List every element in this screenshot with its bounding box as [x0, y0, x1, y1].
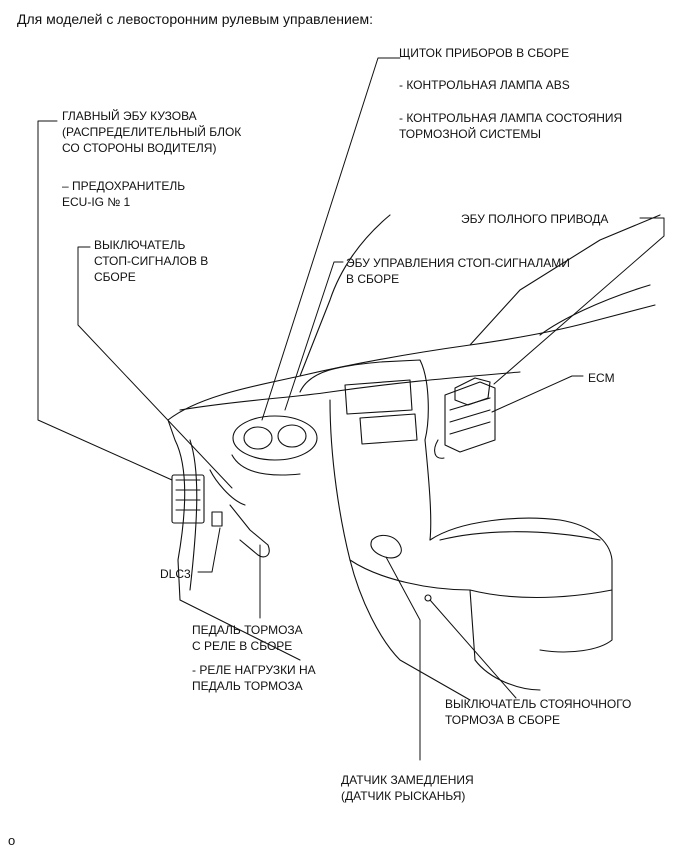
instrument-cluster	[232, 415, 318, 461]
parking-switch	[424, 594, 432, 602]
brake-pedal	[229, 504, 270, 558]
label-fuse-ecu-ig: – ПРЕДОХРАНИТЕЛЬ ECU-IG № 1	[62, 179, 186, 209]
label-brake-system-lamp: - КОНТРОЛЬНАЯ ЛАМПА СОСТОЯНИЯ ТОРМОЗНОЙ …	[399, 111, 623, 141]
label-main-body-ecu: ГЛАВНЫЙ ЭБУ КУЗОВА (РАСПРЕДЕЛИТЕЛЬНЫЙ БЛ…	[62, 109, 242, 155]
armrest	[429, 517, 613, 653]
awd-ecu-unit	[454, 377, 491, 406]
decel-sensor	[370, 534, 402, 559]
label-abs-lamp: - КОНТРОЛЬНАЯ ЛАМПА ABS	[399, 78, 570, 92]
label-ecm: ECM	[588, 371, 615, 385]
label-pedal-load-relay: - РЕЛЕ НАГРУЗКИ НА ПЕДАЛЬ ТОРМОЗА	[192, 663, 316, 693]
junction-block	[171, 474, 205, 524]
dlc3-connector	[211, 511, 223, 527]
label-awd-ecu: ЭБУ ПОЛНОГО ПРИВОДА	[461, 212, 609, 226]
page-title: Для моделей с левосторонним рулевым упра…	[17, 11, 374, 27]
label-deceleration-sensor: ДАТЧИК ЗАМЕДЛЕНИЯ (ДАТЧИК РЫСКАНЬЯ)	[341, 773, 474, 803]
label-stop-lamp-switch: ВЫКЛЮЧАТЕЛЬ СТОП-СИГНАЛОВ В СБОРЕ	[94, 238, 209, 284]
label-parking-brake-switch: ВЫКЛЮЧАТЕЛЬ СТОЯНОЧНОГО ТОРМОЗА В СБОРЕ	[445, 697, 632, 727]
ecm-unit	[444, 381, 496, 453]
label-brake-pedal: ПЕДАЛЬ ТОРМОЗА С РЕЛЕ В СБОРЕ	[192, 623, 303, 653]
footer-mark: o	[8, 833, 16, 848]
label-dlc3: DLC3	[160, 567, 191, 581]
label-stop-lamp-ecu: ЭБУ УПРАВЛЕНИЯ СТОП-СИГНАЛАМИ В СБОРЕ	[346, 256, 570, 286]
center-console	[299, 359, 429, 441]
leader-lines	[37, 57, 665, 761]
label-instrument-panel: ЩИТОК ПРИБОРОВ В СБОРЕ	[399, 46, 570, 60]
